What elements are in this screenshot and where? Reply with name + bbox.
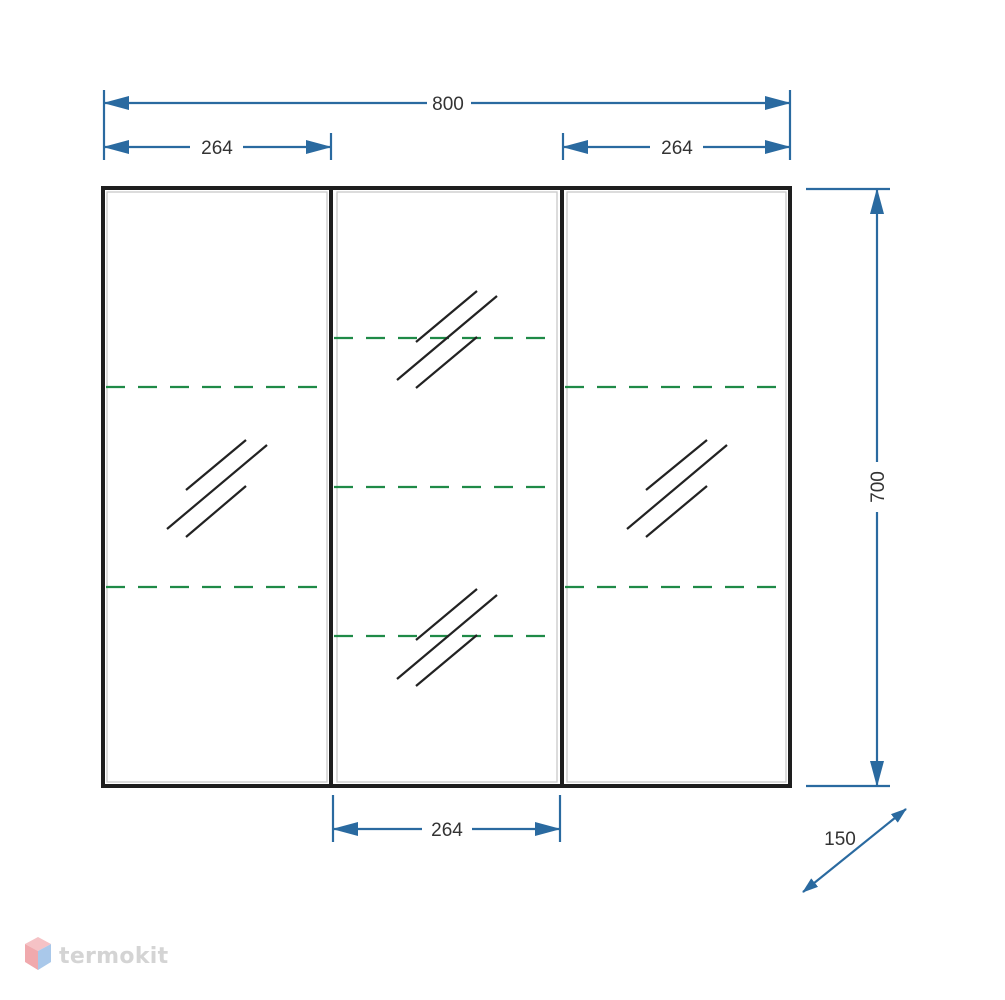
left-door-panel (106, 191, 328, 783)
middle-door-width-label: 264 (431, 820, 463, 841)
termokit-cube-icon (25, 937, 51, 970)
mirror-glass-icon (626, 439, 728, 538)
right-door-panel (566, 191, 787, 783)
cabinet (101, 186, 792, 788)
shelves (106, 336, 788, 638)
mirror-glass-icon (166, 439, 268, 538)
left-door-width-label: 264 (201, 138, 233, 159)
depth-label: 150 (824, 829, 856, 850)
mirror-glass-icons (166, 290, 728, 687)
dim-depth-line (802, 808, 907, 893)
height-label: 700 (868, 471, 889, 503)
total-width-label: 800 (432, 94, 464, 115)
cabinet-outer-frame (101, 186, 792, 788)
right-door-width-label: 264 (661, 138, 693, 159)
mirror-glass-icon (396, 290, 498, 389)
brand-logo: termokit (25, 937, 169, 970)
dimension-lines (102, 90, 907, 893)
logo-wordmark: termokit (59, 944, 169, 969)
mirror-glass-icon (396, 588, 498, 687)
